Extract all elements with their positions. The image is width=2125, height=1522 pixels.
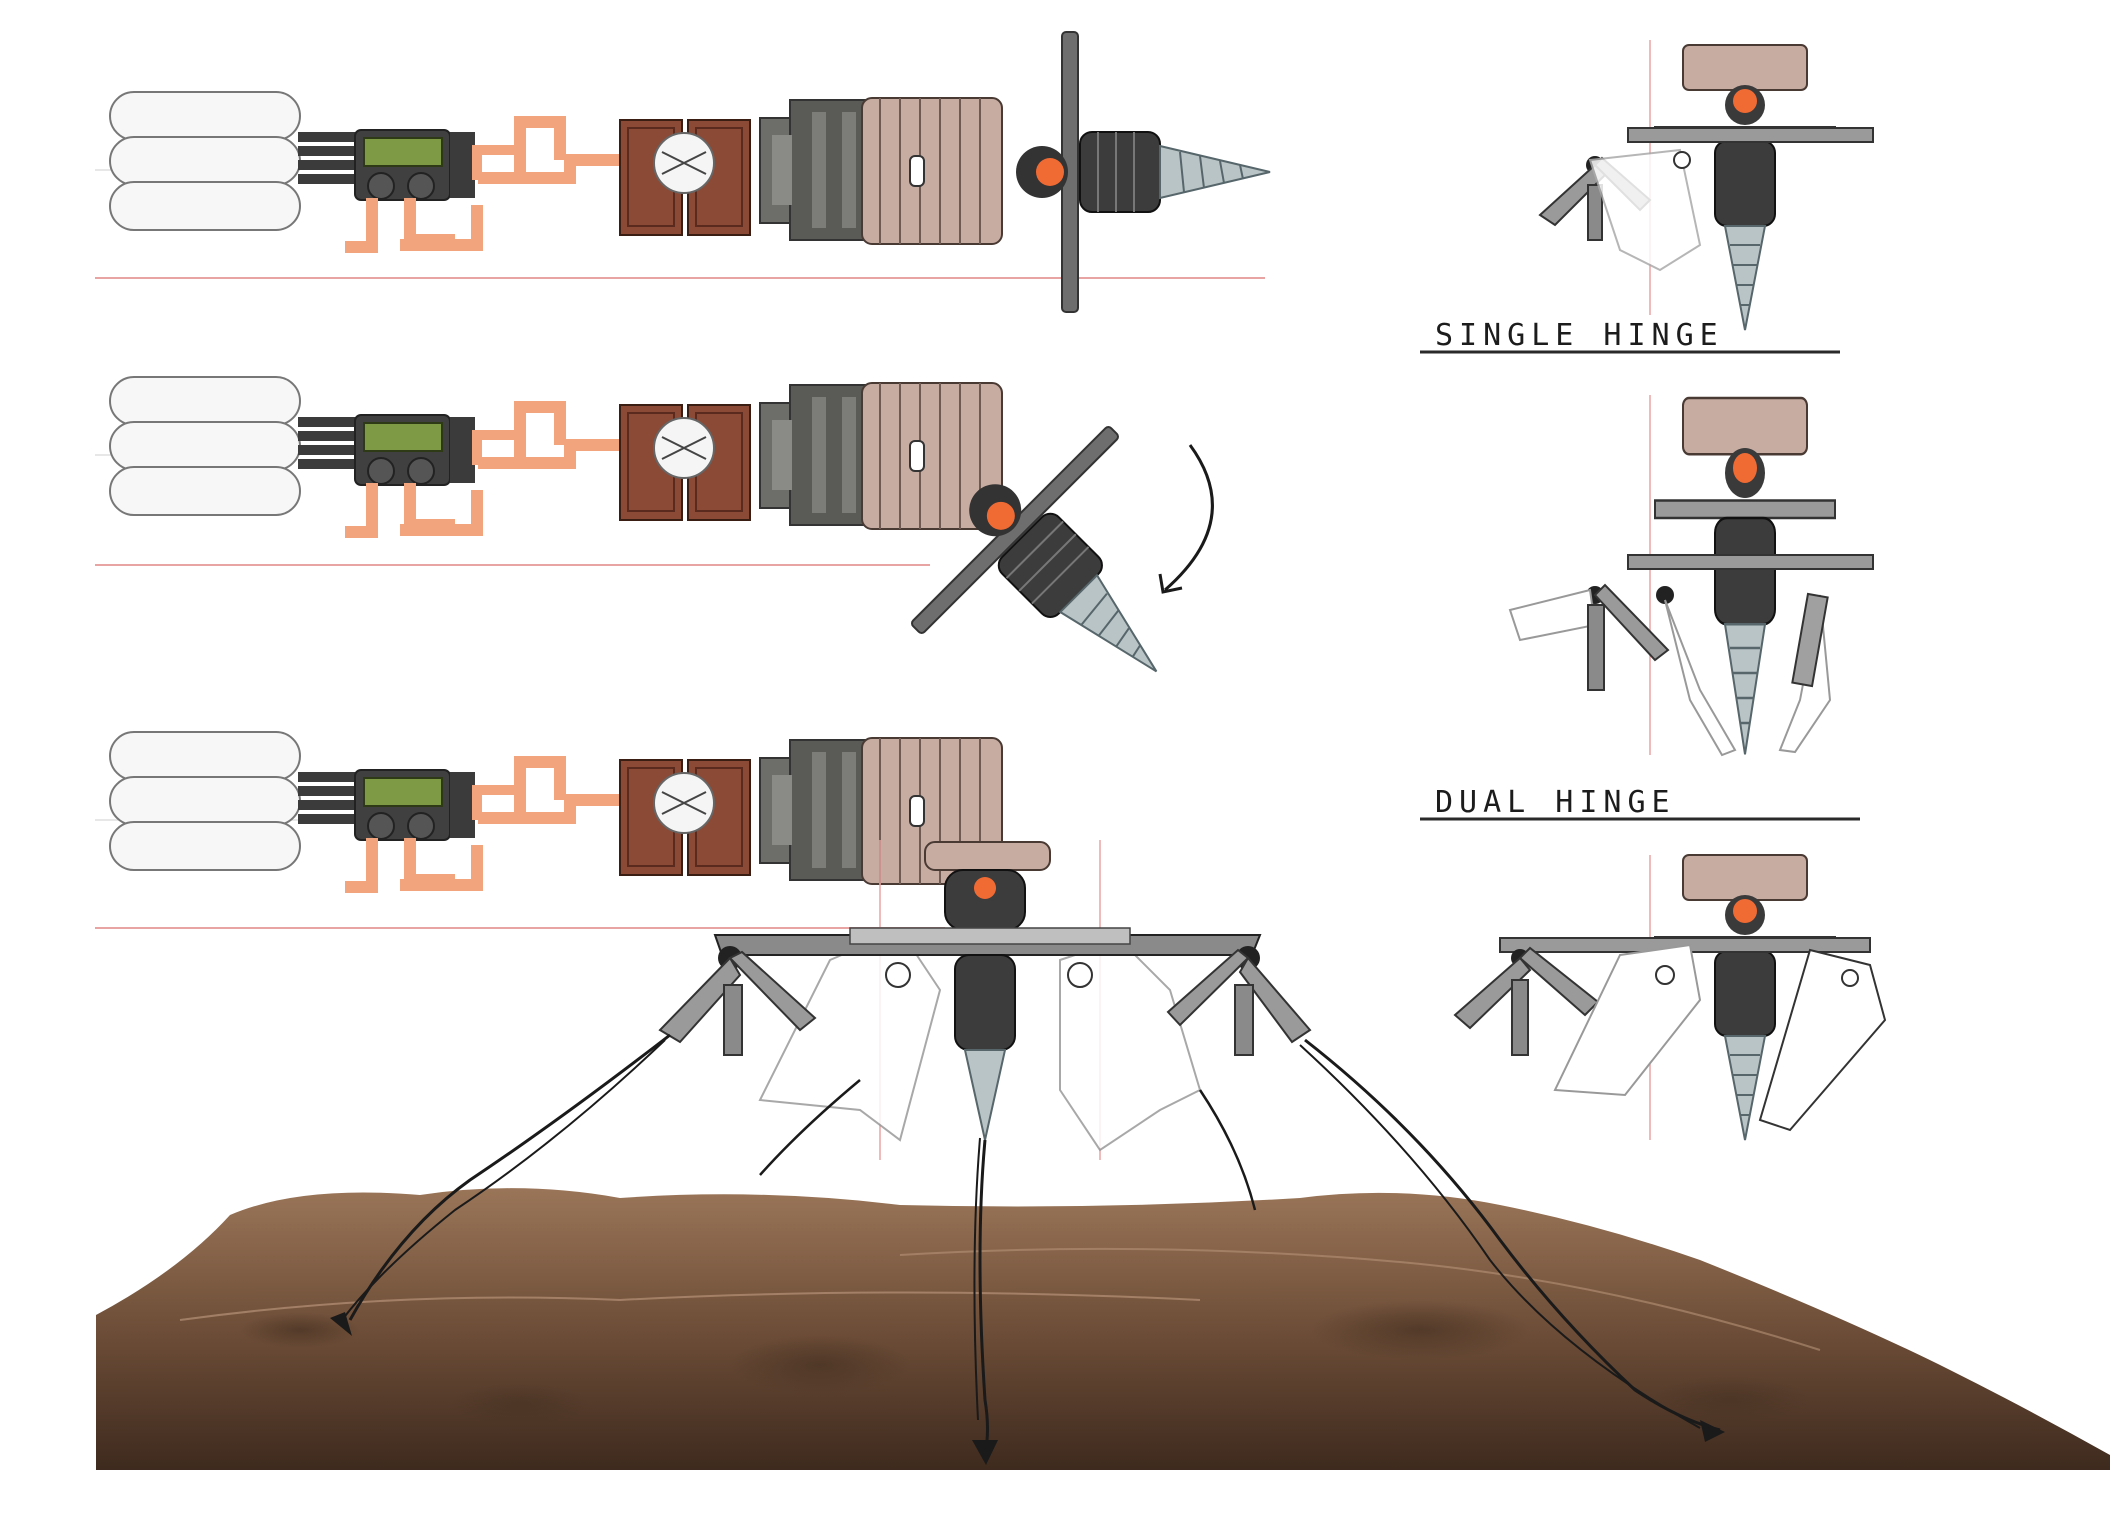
craft-row-1-stowed [95, 31, 1271, 313]
dual-hinge-view [1508, 395, 1874, 757]
craft-row-3-deployed [95, 732, 1002, 929]
dual-hinge-deployed-view [1453, 854, 1887, 1141]
single-hinge-view [1538, 40, 1874, 331]
dual-hinge-label: DUAL HINGE [1435, 785, 1676, 820]
asteroid-surface [96, 1188, 2110, 1470]
single-hinge-label: SINGLE HINGE [1435, 318, 1724, 353]
lander-deployed [330, 840, 1725, 1465]
single-hinge-caption: SINGLE HINGE [1420, 318, 1840, 354]
arrow-icon [1164, 444, 1214, 592]
craft-row-2-rotating [95, 377, 1257, 772]
dual-hinge-caption: DUAL HINGE [1420, 785, 1860, 821]
